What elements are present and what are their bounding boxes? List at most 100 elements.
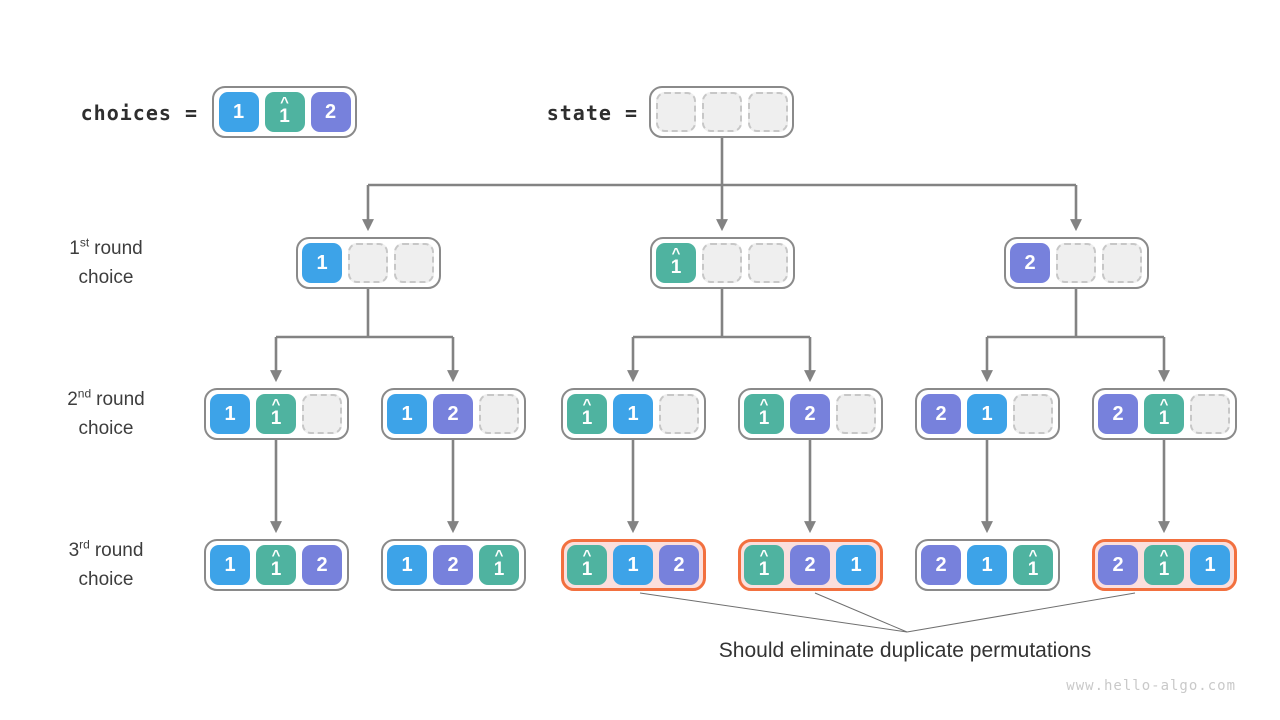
choice-word: choice — [78, 569, 134, 590]
cell-value: 1 — [1027, 559, 1039, 580]
hat-mark: ^ — [759, 547, 769, 564]
cell-value: 1 — [1158, 408, 1170, 429]
cell-value: 1 — [670, 257, 682, 278]
cell-value: 1 — [493, 559, 505, 580]
empty-slot — [1190, 394, 1230, 434]
cell-value: 1 — [758, 559, 770, 580]
empty-slot — [702, 243, 742, 283]
hat-mark: ^ — [1159, 547, 1169, 564]
hat-mark: ^ — [271, 396, 281, 413]
cell-value: 1 — [850, 554, 862, 576]
cell-1-hat: ^1 — [567, 545, 607, 585]
hat-mark: ^ — [759, 396, 769, 413]
cell-value: 1 — [981, 554, 993, 576]
empty-slot — [1056, 243, 1096, 283]
cell-value: 1 — [1158, 559, 1170, 580]
cell-1-hat: ^1 — [744, 545, 784, 585]
empty-slot — [479, 394, 519, 434]
ordinal-suffix: nd — [77, 386, 92, 401]
cell-1-hat: ^1 — [256, 545, 296, 585]
cell-value: 1 — [316, 252, 328, 274]
ordinal-suffix: st — [79, 235, 90, 250]
cell-2: 2 — [1098, 394, 1138, 434]
cell-1: 1 — [387, 545, 427, 585]
cell-2: 2 — [433, 394, 473, 434]
cell-value: 1 — [581, 559, 593, 580]
cell-value: 2 — [447, 403, 459, 425]
round-word: round — [94, 238, 143, 259]
cell-1: 1 — [210, 394, 250, 434]
cell-value: 1 — [224, 554, 236, 576]
cell-value: 1 — [224, 403, 236, 425]
cell-value: 2 — [324, 101, 337, 123]
tree-node: ^1 2 — [737, 388, 883, 440]
tree-node: 1 — [295, 237, 441, 289]
cell-1: 1 — [387, 394, 427, 434]
empty-slot — [701, 92, 742, 132]
cell-value: 1 — [401, 403, 413, 425]
cell-1: 1 — [836, 545, 876, 585]
cell-1-hat: ^1 — [567, 394, 607, 434]
empty-slot — [655, 92, 696, 132]
tree-node: ^1 — [649, 237, 795, 289]
cell-2: 2 — [790, 545, 830, 585]
empty-slot — [1102, 243, 1142, 283]
hat-mark: ^ — [271, 547, 281, 564]
cell-2: 2 — [659, 545, 699, 585]
cell-value: 1 — [581, 408, 593, 429]
empty-slot — [659, 394, 699, 434]
cell-value: 2 — [1112, 403, 1124, 425]
cell-value: 1 — [758, 408, 770, 429]
cell-value: 1 — [627, 554, 639, 576]
cell-1: 1 — [302, 243, 342, 283]
empty-slot — [302, 394, 342, 434]
hat-mark: ^ — [582, 396, 592, 413]
cell-value: 1 — [627, 403, 639, 425]
cell-2: 2 — [1010, 243, 1050, 283]
cell-1: 1 — [218, 92, 259, 132]
cell-value: 2 — [804, 554, 816, 576]
cell-1: 1 — [1190, 545, 1230, 585]
empty-slot — [747, 92, 788, 132]
cell-1-hat: ^1 — [479, 545, 519, 585]
empty-slot — [748, 243, 788, 283]
cell-value: 2 — [804, 403, 816, 425]
cell-1: 1 — [613, 545, 653, 585]
tree-node: 2 — [1003, 237, 1149, 289]
hat-mark: ^ — [494, 547, 504, 564]
cell-2: 2 — [790, 394, 830, 434]
cell-value: 2 — [1112, 554, 1124, 576]
tree-node: 2^1 — [1091, 388, 1237, 440]
choice-word: choice — [78, 267, 134, 288]
cell-value: 1 — [1204, 554, 1216, 576]
cell-2: 2 — [921, 545, 961, 585]
state-label: state = — [546, 101, 638, 125]
cell-value: 1 — [279, 106, 290, 127]
cell-1-hat: ^1 — [744, 394, 784, 434]
hat-mark: ^ — [582, 547, 592, 564]
cell-2: 2 — [433, 545, 473, 585]
empty-slot — [1013, 394, 1053, 434]
cell-value: 1 — [270, 559, 282, 580]
tree-node: 1^1 — [203, 388, 349, 440]
ordinal: 2 — [67, 389, 78, 410]
empty-slot — [348, 243, 388, 283]
round-word: round — [94, 540, 144, 561]
cell-2: 2 — [310, 92, 351, 132]
cell-2: 2 — [302, 545, 342, 585]
cell-1-hat: ^1 — [1013, 545, 1053, 585]
cell-value: 2 — [447, 554, 459, 576]
cell-1-hat: ^1 — [656, 243, 696, 283]
choice-word: choice — [78, 418, 134, 439]
cell-1: 1 — [613, 394, 653, 434]
cell-value: 2 — [316, 554, 328, 576]
cell-1: 1 — [967, 394, 1007, 434]
state-node — [649, 86, 794, 138]
cell-value: 1 — [981, 403, 993, 425]
